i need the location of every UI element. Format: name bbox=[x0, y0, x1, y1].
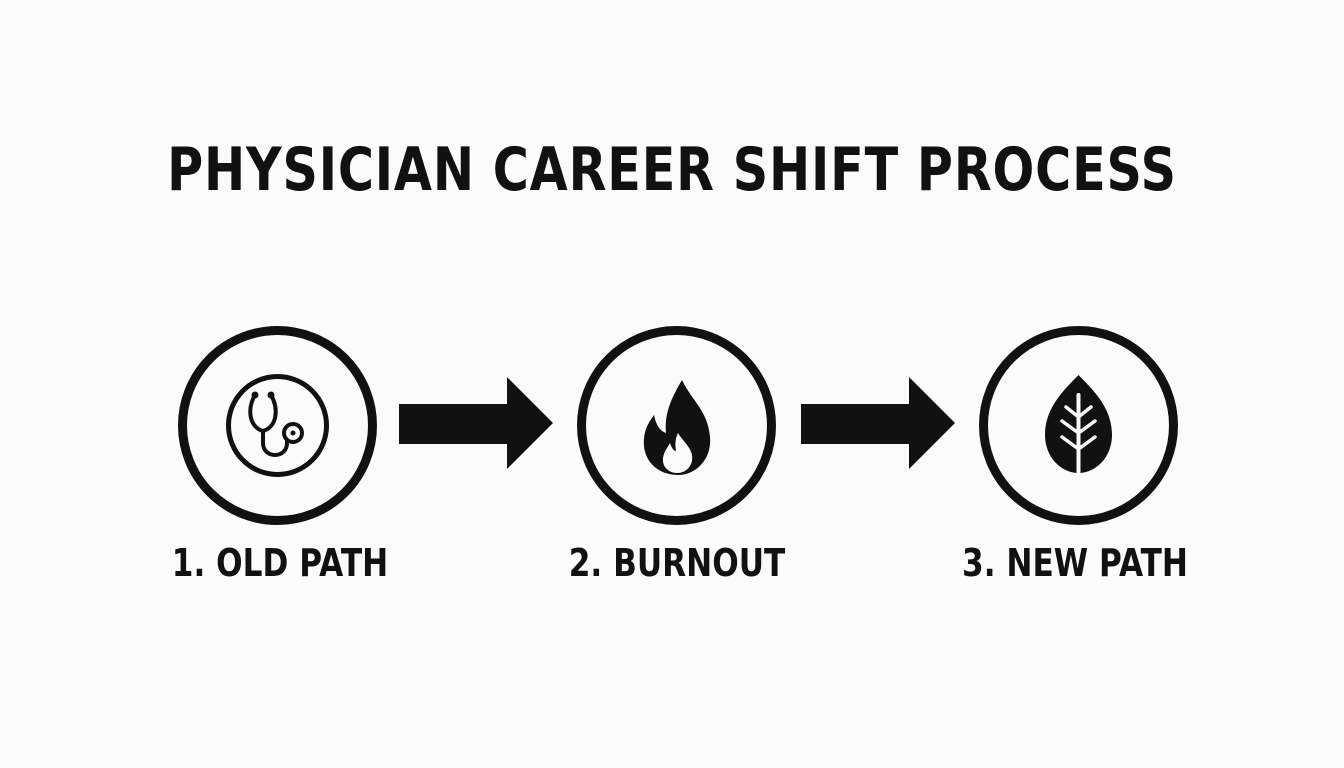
step-1-circle bbox=[178, 326, 377, 525]
flame-icon bbox=[643, 380, 711, 475]
step-1-label: 1. OLD PATH bbox=[171, 541, 389, 585]
arrow-2-to-3 bbox=[801, 377, 955, 469]
stethoscope-icon bbox=[226, 374, 329, 477]
step-2-circle bbox=[577, 326, 776, 525]
step-3-circle bbox=[979, 326, 1178, 525]
step-2-label: 2. BURNOUT bbox=[568, 541, 786, 585]
step-3-label: 3. NEW PATH bbox=[962, 541, 1188, 585]
arrow-1-to-2 bbox=[399, 377, 553, 469]
diagram-title: PHYSICIAN CAREER SHIFT PROCESS bbox=[167, 135, 1177, 205]
leaf-icon bbox=[1045, 375, 1112, 479]
